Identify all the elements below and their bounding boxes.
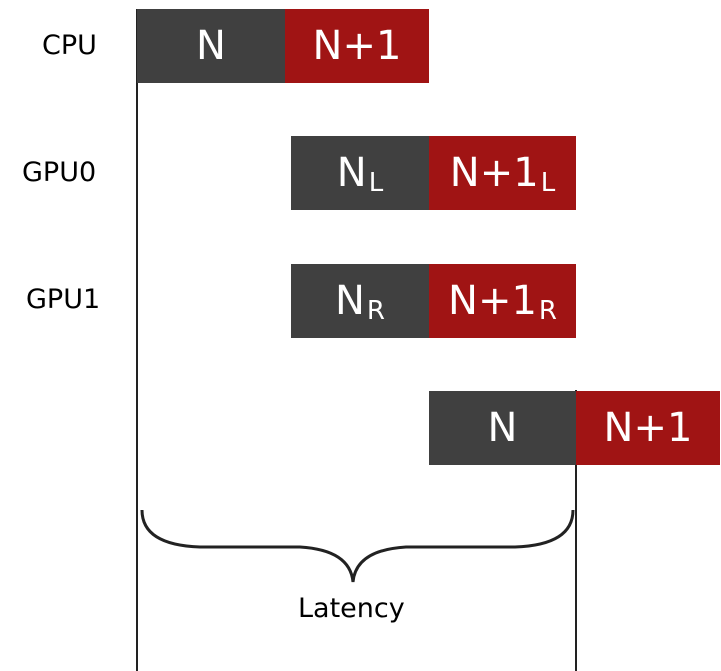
latency-brace-path [140,509,575,583]
gpu1-frame-n-label: N [335,278,365,324]
latency-label: Latency [298,593,405,624]
gpu1-frame-n1-label: N+1 [448,278,537,324]
gpu1-frame-n1-sub: R [538,296,557,326]
output-frame-n-label: N [487,405,518,451]
cpu-frame-n1: N+1 [285,9,429,83]
output-frame-n1-label: N+1 [603,405,693,451]
gpu0-frame-n-label: N [336,150,367,196]
end-line [575,390,577,671]
gpu0-frame-n-sub: L [368,168,384,198]
cpu-frame-n: N [137,9,285,83]
cpu-frame-n1-label: N+1 [312,23,402,69]
start-line [136,9,138,671]
row-label-cpu: CPU [42,30,97,61]
gpu1-frame-n-sub: R [366,296,385,326]
gpu0-frame-n1-sub: L [540,168,556,198]
output-frame-n1: N+1 [576,391,720,465]
output-frame-n: N [429,391,576,465]
gpu0-frame-n1-label: N+1 [449,150,539,196]
row-label-gpu1: GPU1 [26,284,101,315]
row-label-gpu0: GPU0 [22,157,97,188]
cpu-frame-n-label: N [196,23,226,69]
